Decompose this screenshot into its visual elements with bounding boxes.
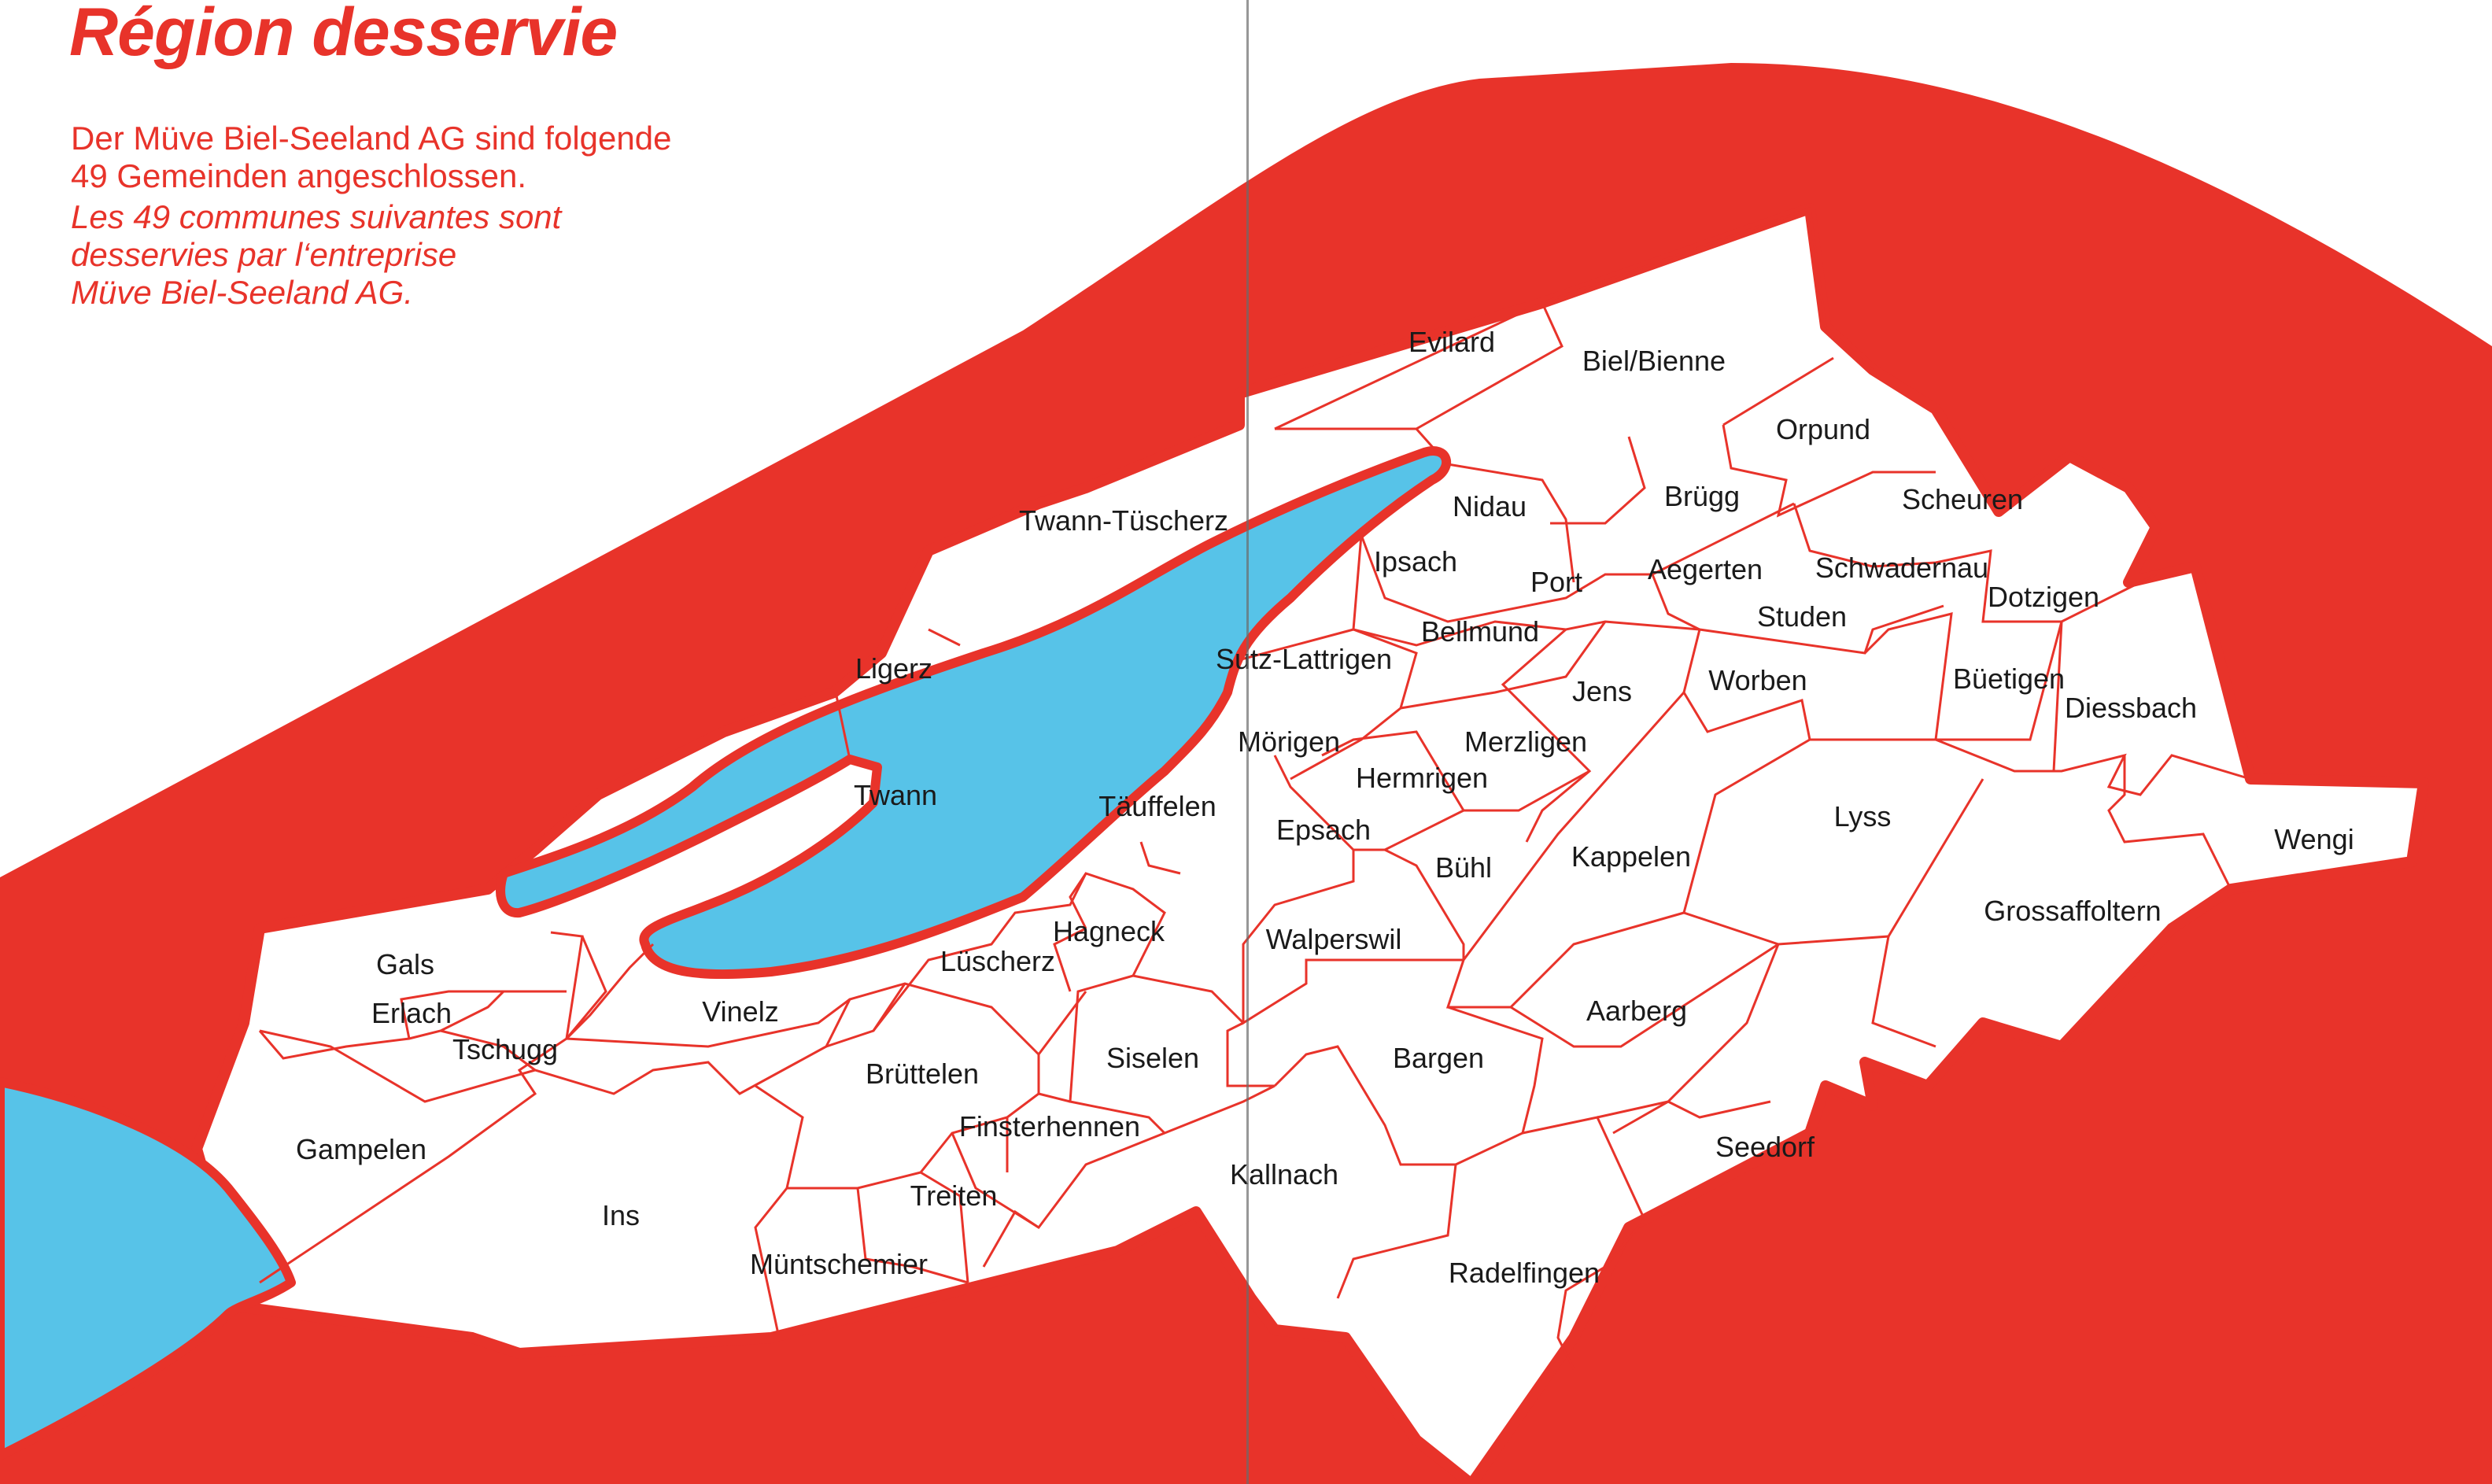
municipality-boundaries [258,206,2251,1370]
page-fold-line [1246,0,1249,1484]
label-bargen: Bargen [1393,1042,1484,1074]
intro-text: Der Müve Biel-Seeland AG sind folgende 4… [71,120,858,312]
label-erlach: Erlach [371,997,452,1029]
label-diessbach: Diessbach [2065,692,2197,724]
label-orpund: Orpund [1776,413,1870,445]
label-brugg: Brügg [1664,480,1740,512]
intro-french: Les 49 communes suivantes sont desservie… [71,198,858,312]
label-twann-tuscherz: Twann-Tüscherz [1019,504,1228,537]
label-schwadernau: Schwadernau [1815,552,1988,584]
label-bruttelen: Brüttelen [866,1058,979,1090]
label-buetigen: Büetigen [1953,663,2065,695]
intro-german: Der Müve Biel-Seeland AG sind folgende 4… [71,120,858,195]
label-merzligen: Merzligen [1464,725,1587,758]
label-evilard: Evilard [1408,326,1495,358]
label-ipsach: Ipsach [1374,545,1457,578]
label-hermrigen: Hermrigen [1356,762,1488,794]
label-epsach: Epsach [1276,814,1371,846]
label-bellmund: Bellmund [1421,615,1539,648]
label-walperswil: Walperswil [1266,923,1402,955]
label-grossaffoltern: Grossaffoltern [1984,895,2161,927]
label-siselen: Siselen [1106,1042,1199,1074]
label-buhl: Bühl [1435,851,1492,884]
label-jens: Jens [1572,675,1632,707]
label-twann: Twann [854,779,937,811]
page-title: Région desservie [69,0,618,70]
label-biel-bienne: Biel/Bienne [1582,345,1726,377]
label-wengi: Wengi [2274,823,2354,855]
label-lyss: Lyss [1834,800,1892,832]
label-gals: Gals [376,948,434,980]
label-ins: Ins [602,1199,640,1231]
label-aarberg: Aarberg [1586,995,1687,1027]
label-finsterhennen: Finsterhennen [959,1110,1140,1143]
label-vinelz: Vinelz [702,995,778,1028]
label-radelfingen: Radelfingen [1449,1257,1600,1289]
label-seedorf: Seedorf [1715,1131,1815,1163]
label-luscherz: Lüscherz [940,945,1055,977]
label-nidau: Nidau [1453,490,1527,522]
label-dotzigen: Dotzigen [1988,581,2099,613]
label-aegerten: Aegerten [1648,553,1763,585]
label-ligerz: Ligerz [855,652,932,685]
label-gampelen: Gampelen [296,1133,426,1165]
intro-french-line-3: Müve Biel-Seeland AG. [71,274,413,311]
label-treiten: Treiten [910,1179,998,1212]
intro-german-line-1: Der Müve Biel-Seeland AG sind folgende [71,120,672,157]
label-tauffelen: Täuffelen [1098,790,1216,822]
label-muntschemier: Müntschemier [750,1248,928,1280]
label-port: Port [1530,566,1582,598]
intro-french-line-1: Les 49 communes suivantes sont [71,198,562,235]
label-kappelen: Kappelen [1571,840,1691,873]
intro-french-line-2: desservies par l‘entreprise [71,236,457,273]
lake-biel [496,446,1452,980]
label-sutz-lattrigen: Sutz-Lattrigen [1216,643,1392,675]
label-scheuren: Scheuren [1902,483,2023,515]
intro-german-line-2: 49 Gemeinden angeschlossen. [71,157,527,194]
label-studen: Studen [1757,600,1847,633]
label-morigen: Mörigen [1238,725,1340,758]
lake-neuchatel [0,1077,296,1460]
service-region-land [191,203,2429,1484]
label-worben: Worben [1708,664,1807,696]
label-hagneck: Hagneck [1053,915,1165,947]
label-tschugg: Tschugg [452,1033,558,1065]
